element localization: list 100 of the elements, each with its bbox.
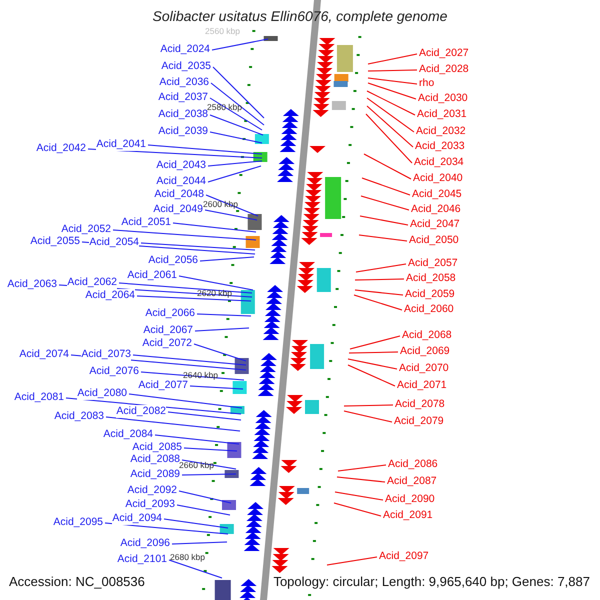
gene-label: Acid_2060 <box>404 303 454 316</box>
gene-label: Acid_2069 <box>400 345 450 358</box>
leader-line <box>132 354 246 366</box>
gene-label: Acid_2037 <box>158 91 208 104</box>
gene-label: Acid_2101 <box>117 553 167 566</box>
gene-label: Acid_2051 <box>121 216 171 229</box>
leader-line <box>210 114 264 136</box>
leader-line <box>212 38 268 50</box>
leader-line <box>164 518 228 528</box>
leader-line <box>360 216 408 226</box>
leader-line <box>366 98 414 132</box>
leader-line <box>140 242 256 250</box>
leader-line <box>172 222 256 232</box>
leader-line <box>206 194 258 216</box>
gene-label: Acid_2094 <box>112 512 162 525</box>
leader-line <box>366 90 416 116</box>
leader-line <box>200 256 254 262</box>
leader-line <box>112 230 256 240</box>
gene-label: Acid_2044 <box>156 175 206 188</box>
scale-label: 2580 kbp <box>207 102 242 112</box>
gene-label: Acid_2035 <box>161 60 211 73</box>
gene-label: Acid_2034 <box>414 156 464 169</box>
leader-line <box>178 490 232 504</box>
gene-label: Acid_2070 <box>399 362 449 375</box>
gene-label: Acid_2085 <box>132 441 182 454</box>
gene-label: Acid_2028 <box>419 63 469 76</box>
leader-line <box>368 78 418 84</box>
leader-line <box>334 502 382 516</box>
scale-label: 2560 kbp <box>205 25 240 38</box>
gene-label: Acid_2059 <box>405 288 455 301</box>
gene-label: Acid_2047 <box>410 218 460 231</box>
gene-label: Acid_2090 <box>385 493 435 506</box>
accession-text: Accession: NC_008536 <box>9 575 145 588</box>
gene-label: Acid_2092 <box>127 484 177 497</box>
gene-label: Acid_2097 <box>379 550 429 563</box>
leader-line <box>194 344 246 362</box>
leader-line <box>210 82 264 126</box>
gene-label: Acid_2033 <box>415 140 465 153</box>
leader-line <box>366 106 414 148</box>
leader-line <box>128 394 242 408</box>
gene-label: Acid_2073 <box>81 348 131 361</box>
leader-line <box>350 336 400 350</box>
gene-label: Acid_2083 <box>54 410 104 423</box>
gene-label: Acid_2096 <box>120 537 170 550</box>
gene-label: Acid_2091 <box>383 509 433 522</box>
leader-line <box>358 234 408 242</box>
leader-line <box>208 160 262 166</box>
leader-line <box>356 264 406 272</box>
leader-line <box>344 404 394 406</box>
leader-line <box>354 294 402 310</box>
leader-line <box>368 82 416 100</box>
leader-line <box>210 98 262 130</box>
gene-label: Acid_2049 <box>153 203 203 216</box>
gene-label: Acid_2042 <box>36 142 86 155</box>
leader-line <box>336 476 386 482</box>
gene-label: Acid_2081 <box>14 391 64 404</box>
gene-label: Acid_2066 <box>145 307 195 320</box>
leader-line <box>176 504 230 516</box>
leader-line <box>368 70 418 72</box>
leader-line <box>348 358 398 370</box>
gene-label: Acid_2038 <box>158 108 208 121</box>
leader-line <box>348 352 398 354</box>
gene-label: Acid_2087 <box>387 475 437 488</box>
gene-label: Acid_2036 <box>159 76 209 89</box>
gene-label: Acid_2071 <box>397 379 447 392</box>
leader-line <box>354 278 404 280</box>
gene-label: Acid_2043 <box>156 159 206 172</box>
leader-line <box>148 144 262 154</box>
gene-label: Acid_2079 <box>394 415 444 428</box>
scale-label: 2680 kbp <box>170 551 205 564</box>
gene-label: Acid_2052 <box>61 223 111 236</box>
leader-line <box>366 114 412 164</box>
gene-label: Acid_2055 <box>30 235 80 248</box>
leader-line <box>360 196 410 210</box>
gene-label: Acid_2050 <box>409 234 459 247</box>
leader-line <box>136 296 252 302</box>
gene-label: Acid_2061 <box>127 269 177 282</box>
leader-line <box>194 328 250 332</box>
gene-label: Acid_2088 <box>130 453 180 466</box>
gene-label: Acid_2074 <box>19 348 69 361</box>
gene-label: Acid_2076 <box>89 365 139 378</box>
leader-line <box>104 522 228 534</box>
gene-label: Acid_2056 <box>148 254 198 267</box>
gene-label: Acid_2058 <box>406 272 456 285</box>
gene-label: Acid_2067 <box>143 324 193 337</box>
gene-label: Acid_2046 <box>411 203 461 216</box>
gene-label: Acid_2057 <box>408 257 458 270</box>
leader-line <box>362 178 410 196</box>
leader-line <box>344 410 392 422</box>
gene-label: Acid_2062 <box>67 276 117 289</box>
gene-label: Acid_2095 <box>53 516 103 529</box>
gene-label: Acid_2041 <box>96 138 146 151</box>
gene-label: Acid_2089 <box>130 468 180 481</box>
leader-line <box>334 492 384 500</box>
gene-label: Acid_2048 <box>154 188 204 201</box>
gene-label: Acid_2032 <box>416 125 466 138</box>
gene-label: Acid_2086 <box>388 458 438 471</box>
gene-label: Acid_2078 <box>395 398 445 411</box>
leader-line <box>182 474 236 476</box>
gene-label: Acid_2054 <box>89 236 139 249</box>
